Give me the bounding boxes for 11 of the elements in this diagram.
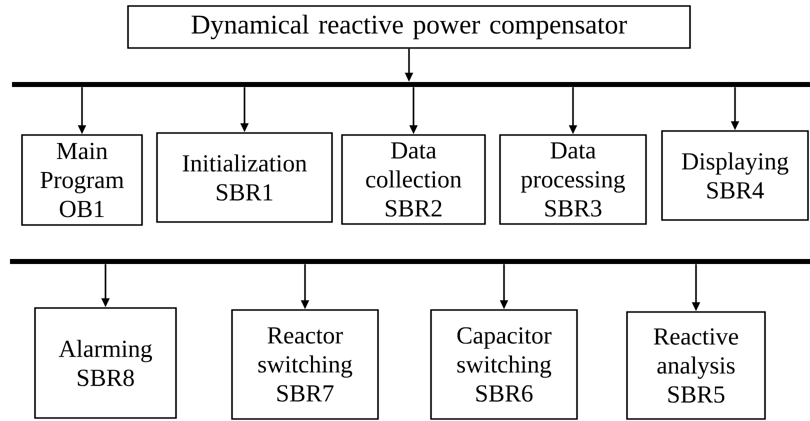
bus-bar <box>10 259 810 264</box>
process-box: Reactor switching SBR7 <box>231 309 379 420</box>
process-box: Dynamical reactive power compensator <box>127 5 691 49</box>
process-box: Data processing SBR3 <box>499 134 647 225</box>
process-box: Initialization SBR1 <box>156 132 333 223</box>
process-box: Data collection SBR2 <box>341 134 486 225</box>
process-box: Main Program OB1 <box>21 134 143 226</box>
process-box: Displaying SBR4 <box>661 130 809 221</box>
process-box: Capacitor switching SBR6 <box>430 309 578 420</box>
process-box: Reactive analysis SBR5 <box>626 311 766 420</box>
process-box: Alarming SBR8 <box>34 307 177 419</box>
